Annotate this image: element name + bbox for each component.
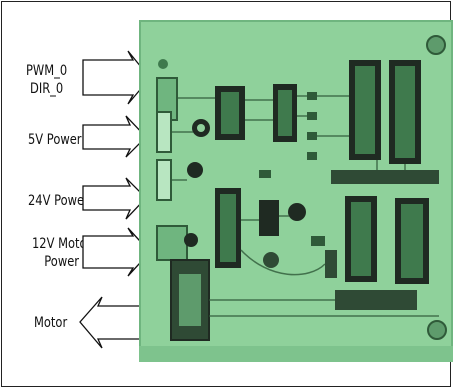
board-bottom-strip: [139, 346, 453, 362]
ic-chip-3-label: [220, 194, 236, 262]
resistor-5: [259, 170, 271, 178]
capacitor-4: [288, 203, 306, 221]
component-lower-right: [335, 290, 417, 310]
pcb-board: [139, 20, 453, 362]
resistor-7: [325, 250, 337, 278]
resistor-4: [307, 152, 317, 160]
capacitor-1-top: [197, 124, 205, 132]
mount-hole-top-left: [158, 59, 168, 69]
motor-power-connector: [157, 226, 187, 260]
heatsink-bar: [331, 170, 439, 184]
resistor-3: [307, 132, 317, 140]
arrow-motor-shape: [80, 297, 143, 348]
power-connector-24v: [157, 160, 171, 200]
resistor-6: [311, 236, 325, 246]
motor-output-pins: [179, 274, 201, 326]
mount-hole-top-right: [427, 36, 445, 54]
mosfet-block-2-fins: [395, 66, 415, 158]
ic-chip-2-label: [278, 90, 292, 136]
power-connector-5v: [157, 112, 171, 152]
capacitor-3: [184, 233, 198, 247]
mosfet-block-1-fins: [355, 66, 375, 154]
resistor-2: [307, 112, 317, 120]
mosfet-block-4-fins: [401, 204, 423, 278]
mosfet-block-3-fins: [351, 202, 371, 276]
resistor-1: [307, 92, 317, 100]
mount-hole-bottom-right: [428, 321, 446, 339]
ic-chip-4: [259, 200, 279, 236]
capacitor-2: [187, 162, 203, 178]
capacitor-5: [263, 252, 279, 268]
ic-chip-1-label: [221, 92, 239, 134]
